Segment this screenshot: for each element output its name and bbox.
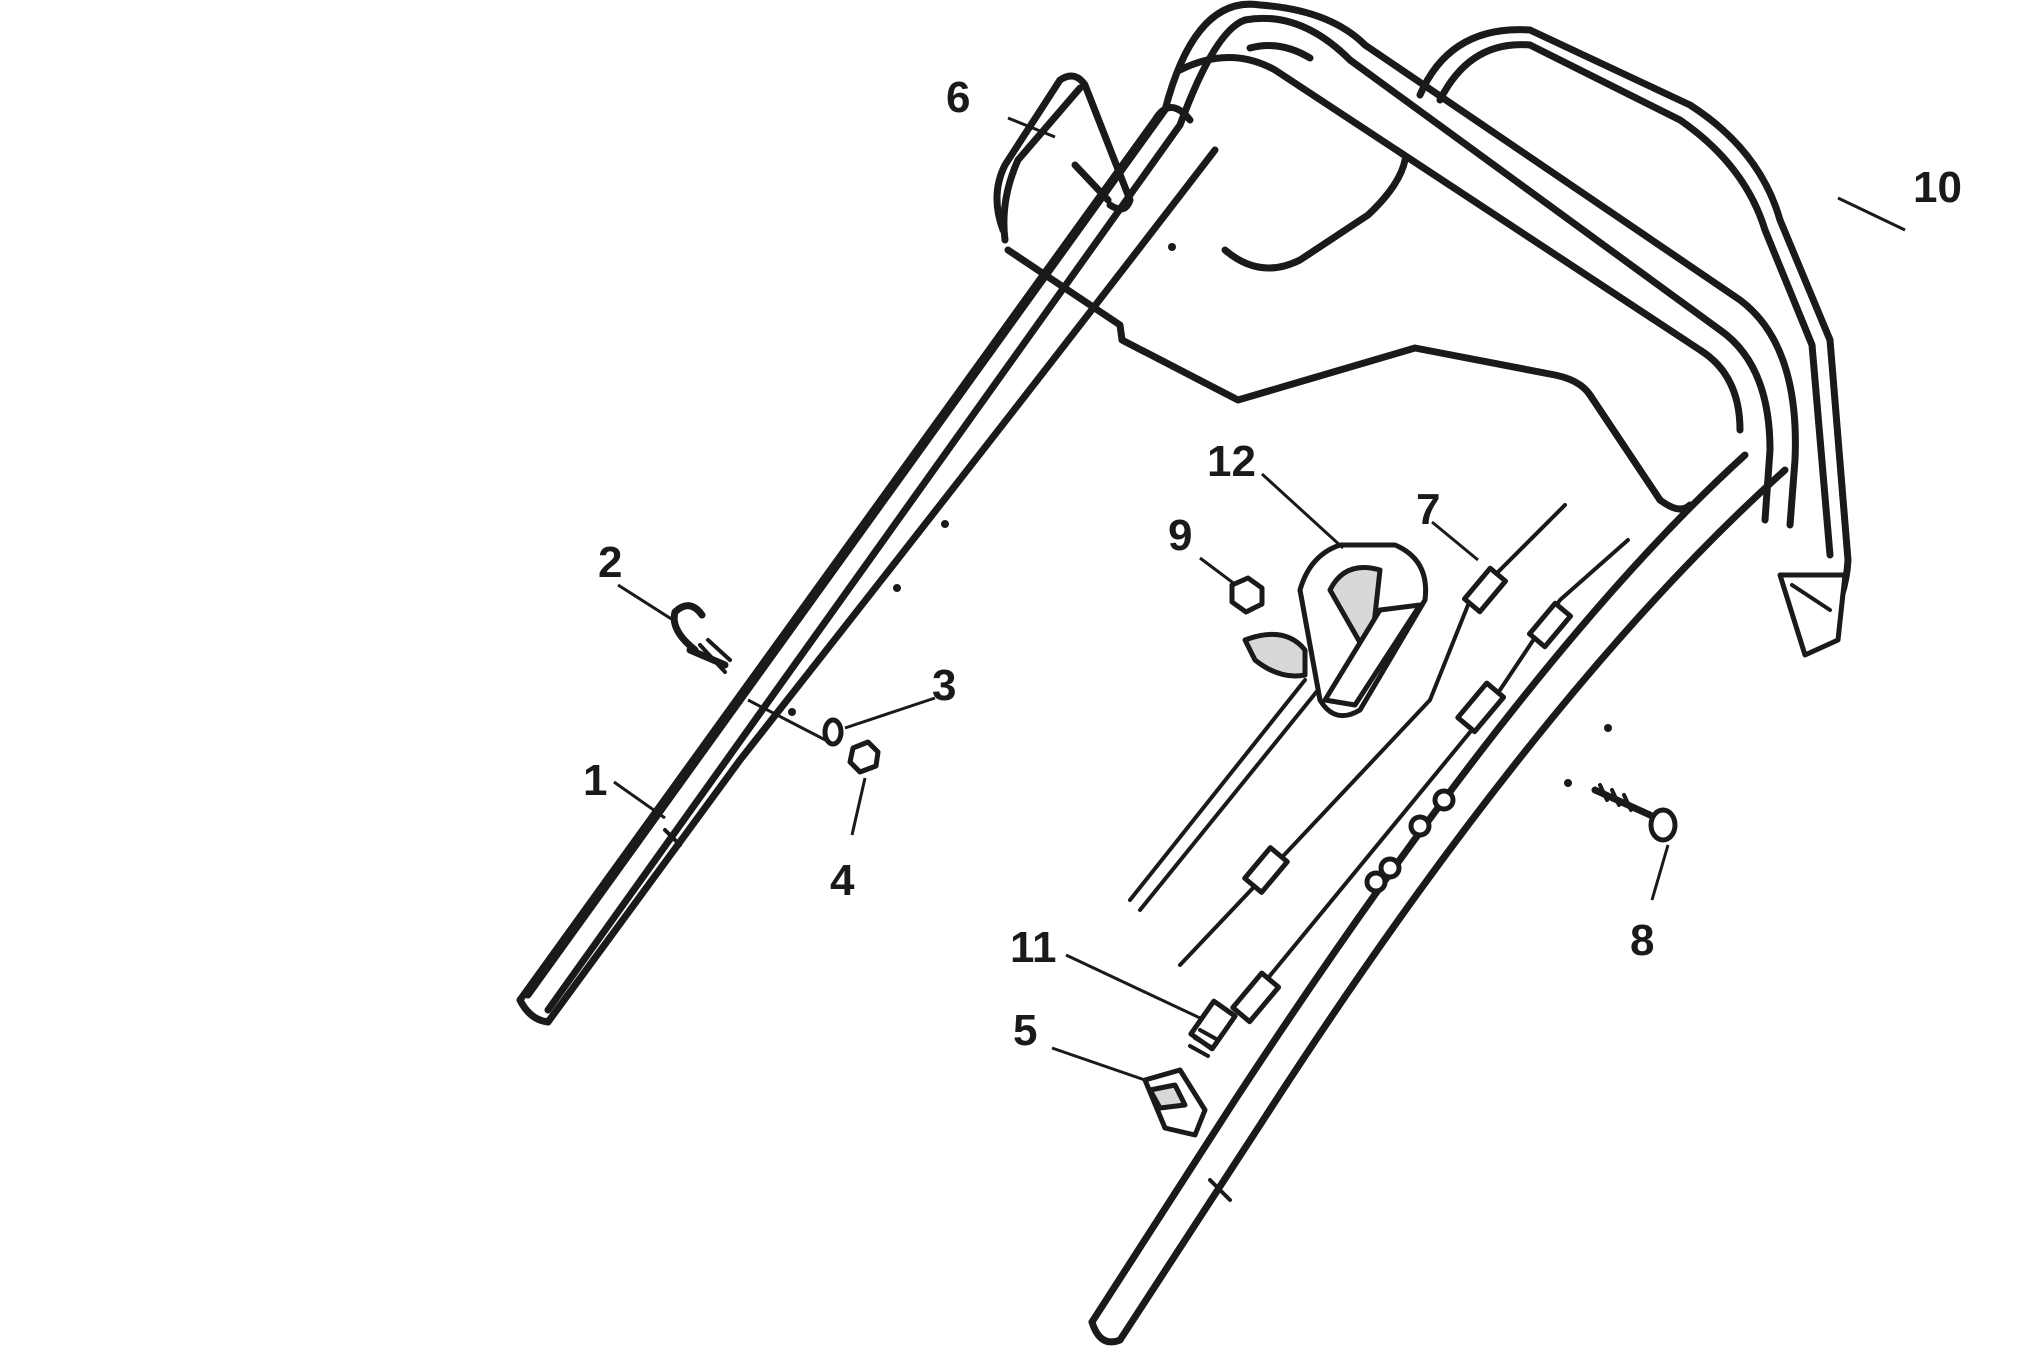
bolt-8	[1591, 783, 1678, 843]
top-bail-bar	[1221, 26, 1852, 658]
callout-4: 4	[830, 856, 855, 905]
lock-washers	[1364, 788, 1456, 894]
callout-1: 1	[583, 756, 607, 805]
cable-guide-hook	[993, 72, 1694, 513]
callout-2: 2	[598, 538, 622, 587]
control-box	[1242, 542, 1429, 719]
callout-labels: 1 2 3 4 5 6 7 8 9 10 11 12	[583, 73, 1962, 1055]
callout-7: 7	[1416, 485, 1440, 534]
callout-8: 8	[1630, 916, 1654, 965]
tube-detail-marks	[663, 243, 1612, 1202]
cables	[1128, 503, 1630, 1025]
lower-handle-left-tube	[516, 104, 1219, 1026]
callout-6: 6	[946, 73, 970, 122]
callout-12: 12	[1207, 437, 1256, 486]
callout-11: 11	[1010, 923, 1057, 972]
callout-9: 9	[1168, 511, 1192, 560]
cable-clip	[1142, 1067, 1208, 1138]
leader-lines	[613, 116, 1906, 1082]
lower-handle-right-tube	[1088, 451, 1789, 1346]
upper-handle-bar	[524, 0, 1799, 1014]
cable-spring	[1188, 998, 1238, 1058]
nut-4	[847, 739, 881, 775]
nut-9	[1229, 575, 1265, 615]
callout-10: 10	[1913, 163, 1962, 212]
callout-3: 3	[932, 661, 956, 710]
hook-bolt	[670, 602, 732, 674]
callout-5: 5	[1013, 1006, 1037, 1055]
